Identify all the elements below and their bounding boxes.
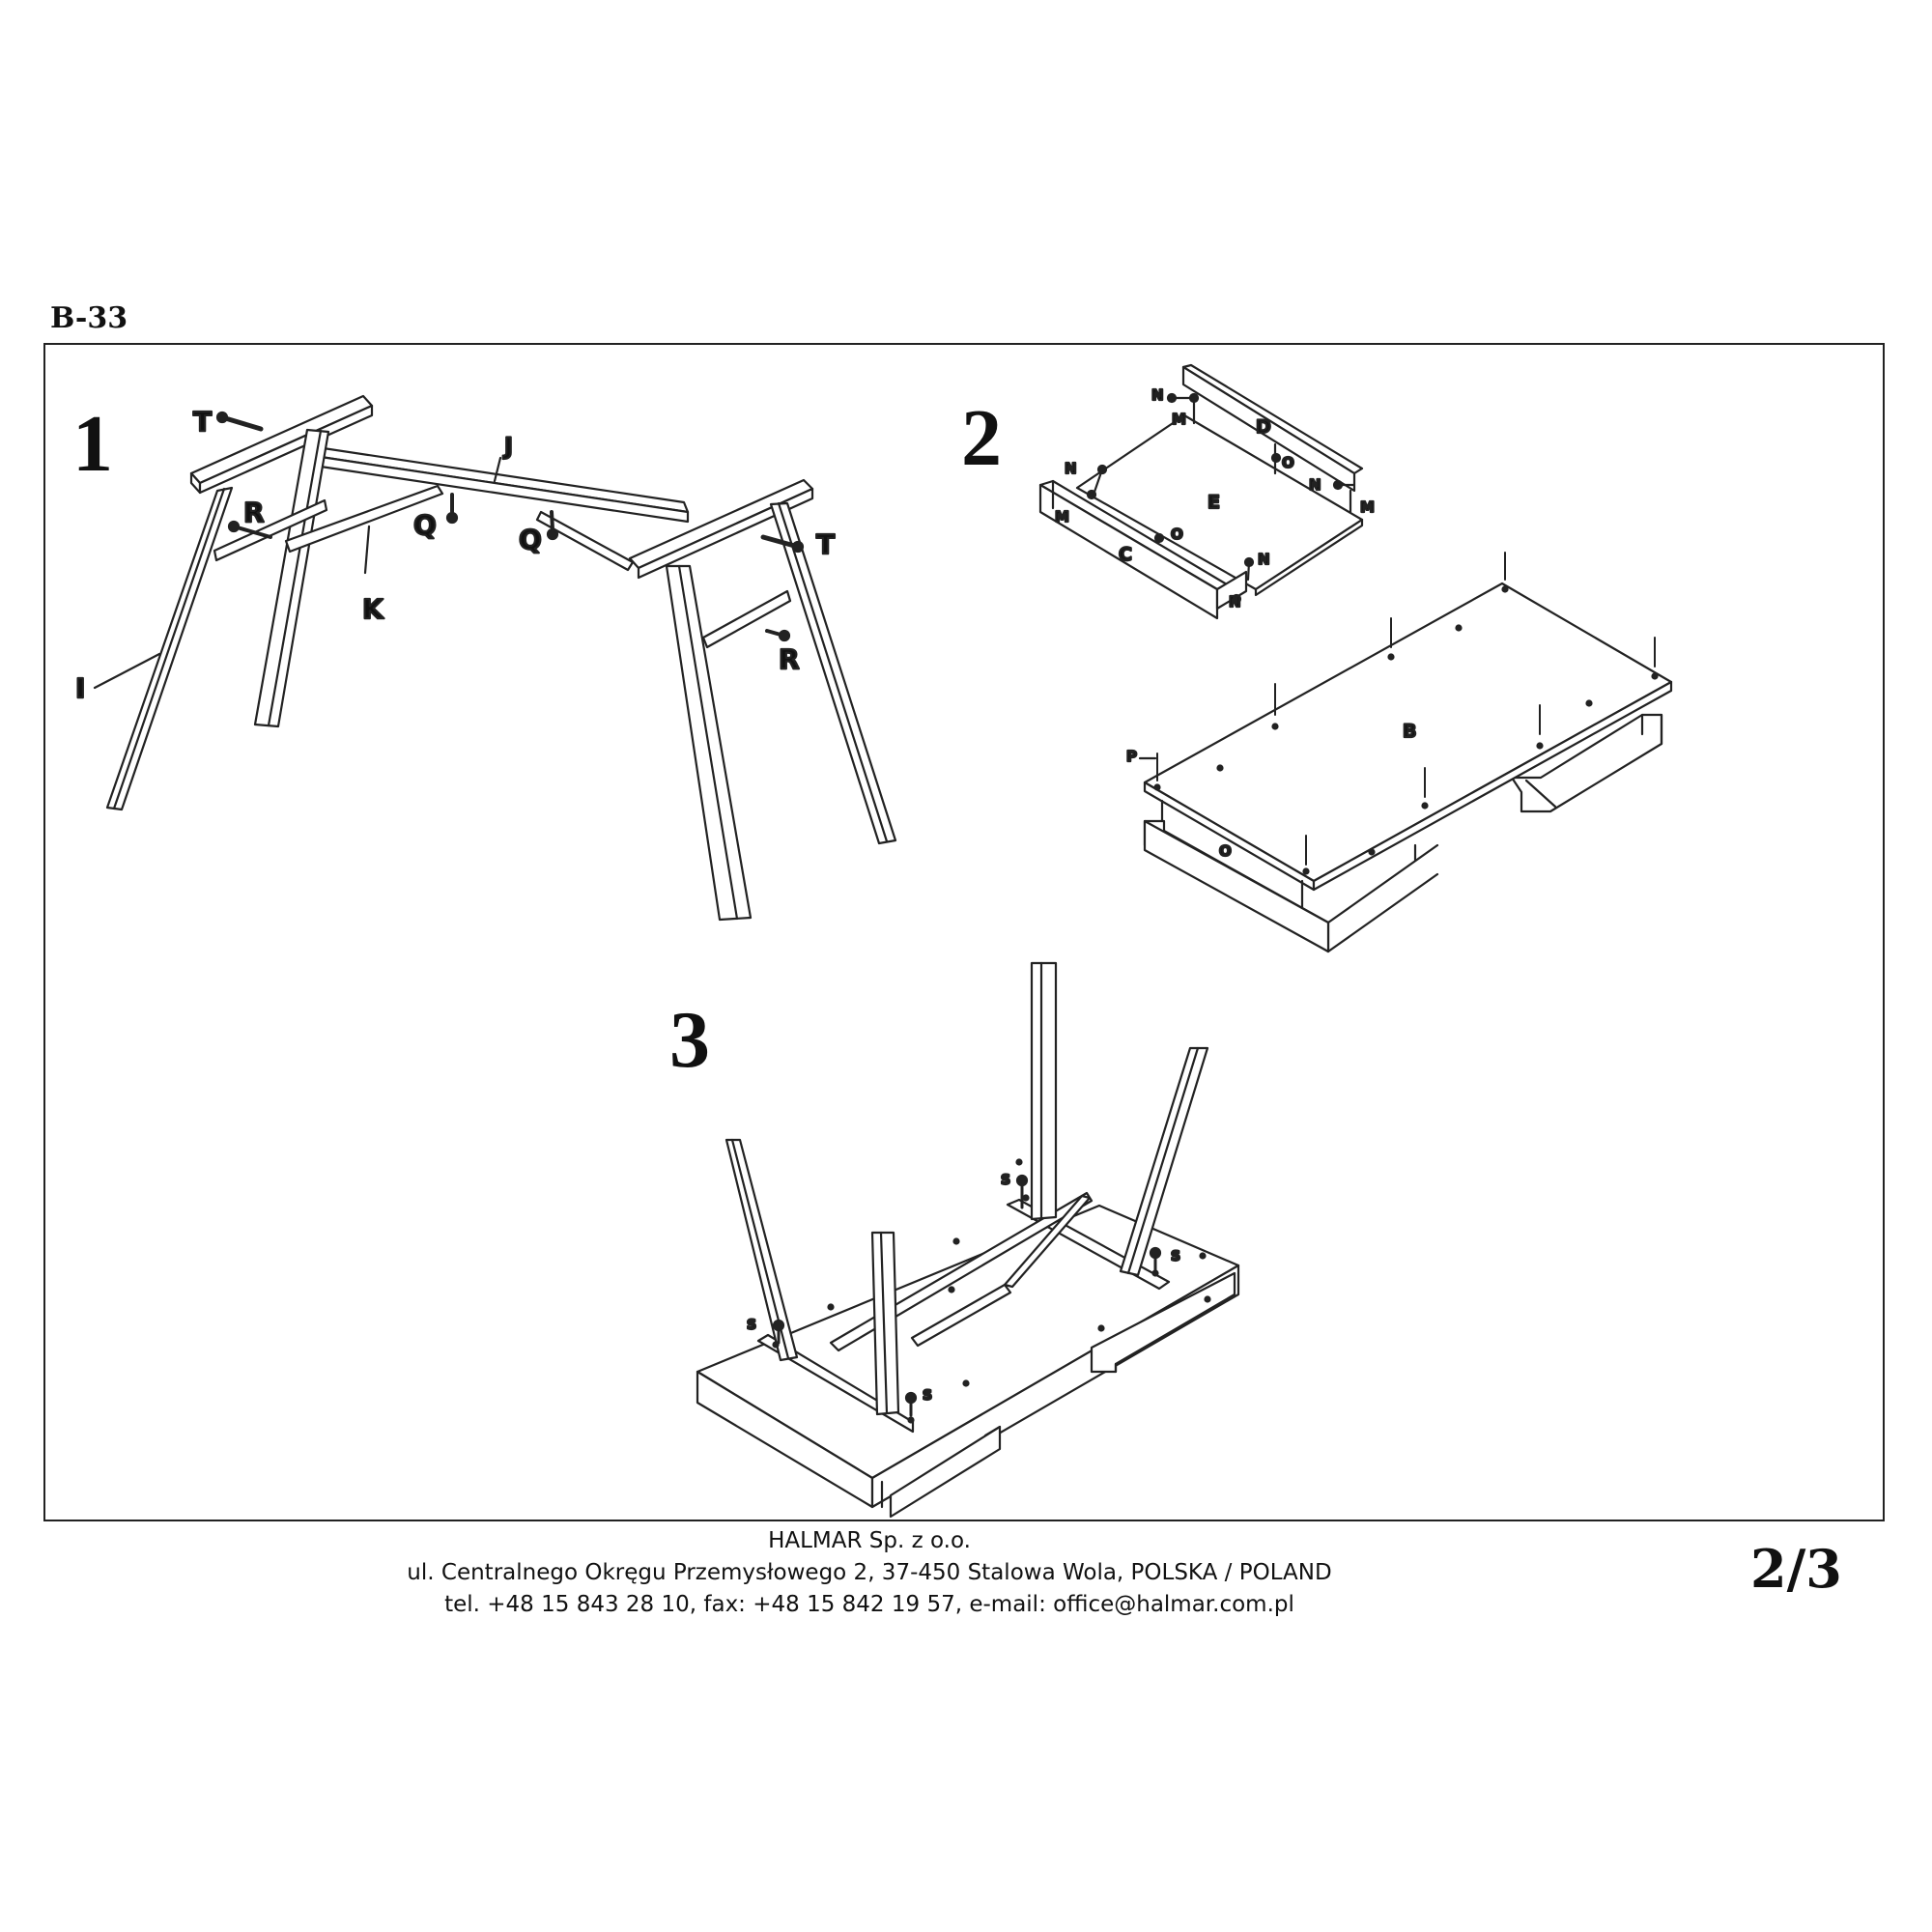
instruction-frame bbox=[43, 343, 1885, 1521]
label-n-5: N bbox=[1229, 593, 1241, 611]
label-o-3: O bbox=[1219, 842, 1232, 860]
step-2-number: 2 bbox=[961, 393, 1002, 483]
bolt-t-right bbox=[760, 534, 805, 554]
label-j: J bbox=[502, 433, 513, 460]
label-o-2: O bbox=[1171, 526, 1183, 543]
step-3-number: 3 bbox=[669, 995, 710, 1085]
brace-k bbox=[284, 484, 444, 554]
label-t-2: T bbox=[816, 528, 835, 560]
label-t-1: T bbox=[193, 406, 212, 438]
label-q-1: Q bbox=[413, 509, 437, 541]
footer-contact: tel. +48 15 843 28 10, fax: +48 15 842 1… bbox=[444, 1592, 1294, 1617]
bolt-r-left bbox=[227, 520, 272, 539]
leg-front-right bbox=[870, 1231, 900, 1416]
step-3-drawing: S S S S bbox=[696, 961, 1240, 1519]
screw-q-right bbox=[546, 510, 559, 541]
leg-rear-right bbox=[1119, 1046, 1209, 1277]
screw-q-left bbox=[445, 493, 459, 525]
label-s-2: S bbox=[1171, 1249, 1180, 1264]
label-i: I bbox=[75, 672, 85, 704]
label-e: E bbox=[1208, 492, 1220, 513]
label-k: K bbox=[362, 593, 384, 625]
label-m-1: M bbox=[1172, 411, 1186, 428]
label-s-3: S bbox=[747, 1318, 756, 1333]
model-code: B-33 bbox=[50, 301, 128, 335]
label-n-3: N bbox=[1065, 460, 1077, 477]
label-n-2: N bbox=[1309, 476, 1321, 494]
label-n-1: N bbox=[1151, 386, 1164, 404]
footer-address: ul. Centralnego Okręgu Przemysłowego 2, … bbox=[407, 1560, 1332, 1585]
label-m-2: M bbox=[1360, 498, 1375, 516]
stretcher-j bbox=[315, 445, 690, 514]
bolt-r-right bbox=[765, 629, 791, 642]
leg-front-left bbox=[724, 1138, 799, 1362]
leg-rear-left bbox=[1030, 961, 1058, 1221]
label-p: P bbox=[1126, 748, 1137, 765]
label-q-2: Q bbox=[519, 524, 542, 555]
label-s-4: S bbox=[923, 1388, 932, 1404]
label-s-1: S bbox=[1001, 1173, 1010, 1188]
label-r-2: R bbox=[779, 643, 800, 675]
label-r-1: R bbox=[243, 497, 265, 528]
step-2-drawing: N M D O N N E M M C O N N bbox=[1038, 363, 1673, 953]
footer-company: HALMAR Sp. z o.o. bbox=[768, 1528, 971, 1553]
label-m-3: M bbox=[1055, 508, 1069, 526]
bolt-t-left bbox=[215, 411, 264, 432]
step-1-number: 1 bbox=[72, 399, 113, 489]
label-d: D bbox=[1256, 416, 1271, 438]
left-rear-leg bbox=[253, 428, 330, 728]
page-number: 2/3 bbox=[1750, 1538, 1842, 1600]
step-1-drawing: T T J R R Q Q K I bbox=[74, 394, 897, 922]
label-c: C bbox=[1119, 544, 1132, 565]
label-n-4: N bbox=[1258, 551, 1270, 568]
label-b: B bbox=[1403, 721, 1416, 742]
label-o-1: O bbox=[1282, 454, 1294, 471]
